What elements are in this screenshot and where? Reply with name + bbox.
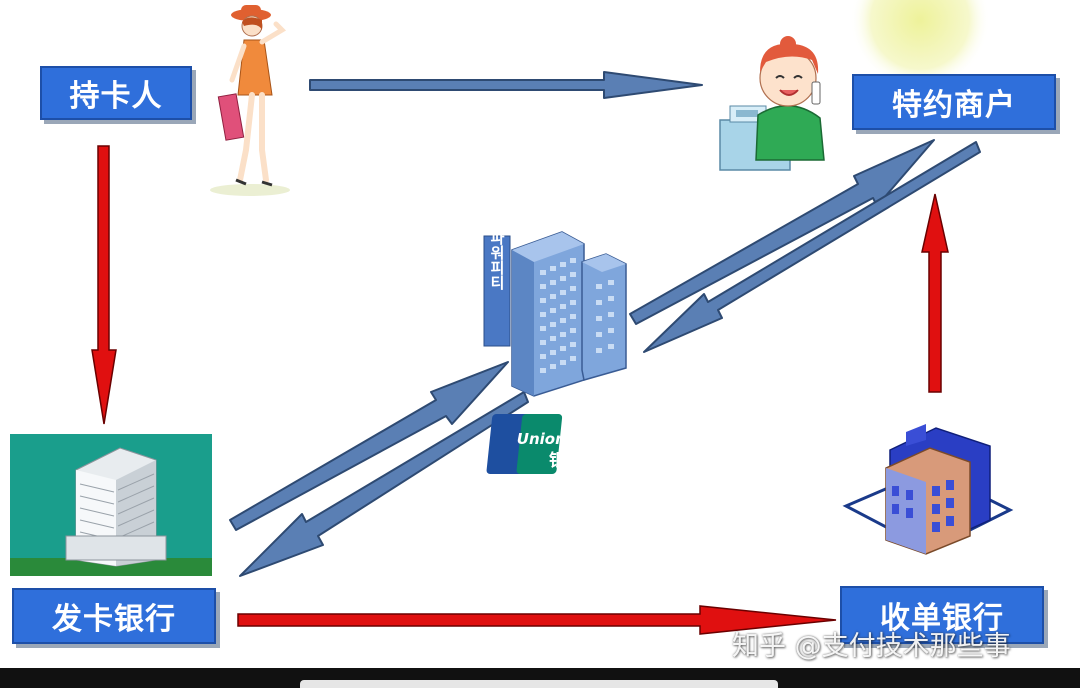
arrow-network-to-merchant: [629, 139, 935, 325]
arrow-issuer-to-acquirer: [237, 605, 837, 635]
arrow-cardholder-to-merchant: [309, 71, 703, 99]
network-building-illustration: 파워피티: [483, 230, 627, 397]
arrow-acquirer-to-merchant: [921, 193, 949, 393]
arrow-merchant-to-network: [643, 141, 981, 353]
unionpay-logo-text: UnionPay: [517, 430, 597, 448]
merchant-label-text: 特约商户: [892, 88, 1016, 123]
unionpay-logo-chinese: 银联: [549, 450, 583, 471]
woman-shopper-illustration: [210, 5, 290, 196]
bottom-scroll-indicator[interactable]: [300, 680, 778, 688]
arrow-network-to-issuer: [239, 391, 529, 577]
issuer-bank-picture: [10, 434, 212, 576]
unionpay-logo: UnionPay 银联: [486, 414, 596, 474]
issuer-bank-label: 发卡银行: [12, 588, 216, 644]
blue-arrows: [229, 71, 981, 577]
bottom-black-bar: [0, 668, 1080, 688]
cardholder-label: 持卡人: [40, 66, 192, 120]
merchant-label: 特约商户: [852, 74, 1056, 130]
arrow-cardholder-to-issuer: [91, 145, 117, 425]
cardholder-label-text: 持卡人: [69, 79, 163, 114]
sun-glow-decoration: [850, 0, 990, 90]
zhihu-watermark: 知乎 @支付技术那些事: [732, 631, 1011, 662]
issuer-bank-label-text: 发卡银行: [52, 602, 176, 637]
acquirer-bank-picture: [842, 424, 1014, 555]
arrow-issuer-to-network: [229, 361, 509, 531]
red-arrows: [91, 145, 949, 635]
merchant-cashier-illustration: [719, 36, 825, 171]
acquirer-bank-label-text: 收单银行: [880, 601, 1004, 636]
network-vertical-sign: 파워피티: [488, 230, 506, 291]
acquirer-bank-label: 收单银行: [840, 586, 1044, 644]
